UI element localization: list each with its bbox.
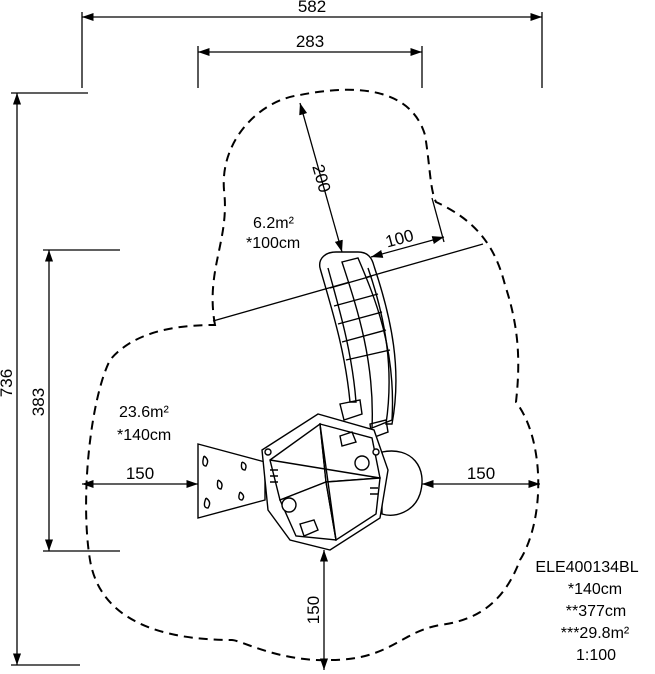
climbing-wall <box>197 443 266 519</box>
product-code: ELE400134BL <box>535 559 638 576</box>
product-info: ELE400134BL *140cm **377cm ***29.8m² 1:1… <box>535 559 638 664</box>
slide <box>319 251 397 439</box>
product-height: **377cm <box>566 603 626 620</box>
dim-slide-span: 283 <box>197 32 423 88</box>
product-area: ***29.8m² <box>561 625 630 642</box>
dim-overall-width: 582 <box>81 0 543 88</box>
dim-overall-height-label: 736 <box>0 369 16 397</box>
product-fall-height: *140cm <box>568 581 622 598</box>
dim-bottom-clearance-label: 150 <box>304 596 323 624</box>
main-zone-fall-height: *140cm <box>117 427 171 444</box>
drawing-scale: 1:100 <box>576 647 616 664</box>
dim-left-clearance: 150 <box>82 464 198 489</box>
dim-right-clearance-label: 150 <box>467 464 495 483</box>
main-zone-area: 23.6m² <box>119 404 169 421</box>
dim-left-zone-height-label: 383 <box>29 388 48 416</box>
dim-right-clearance: 150 <box>422 464 540 489</box>
dim-left-zone-height: 383 <box>29 249 120 552</box>
slide-zone-fall-height: *100cm <box>246 235 300 252</box>
dim-slide-span-label: 283 <box>296 32 324 51</box>
play-equipment <box>197 251 423 551</box>
slide-zone-area: 6.2m² <box>253 215 295 232</box>
dim-slide-side-label: 100 <box>383 226 415 252</box>
dim-slide-runout: 200 <box>299 102 343 253</box>
dim-left-clearance-label: 150 <box>126 464 154 483</box>
dome-roof <box>381 450 423 516</box>
dim-bottom-clearance: 150 <box>304 550 329 670</box>
dim-slide-runout-label: 200 <box>308 162 334 195</box>
dim-slide-side: 100 <box>370 197 445 258</box>
dim-overall-width-label: 582 <box>298 0 326 16</box>
dim-overall-height: 736 <box>0 92 88 666</box>
safety-zone-outline <box>85 88 540 662</box>
